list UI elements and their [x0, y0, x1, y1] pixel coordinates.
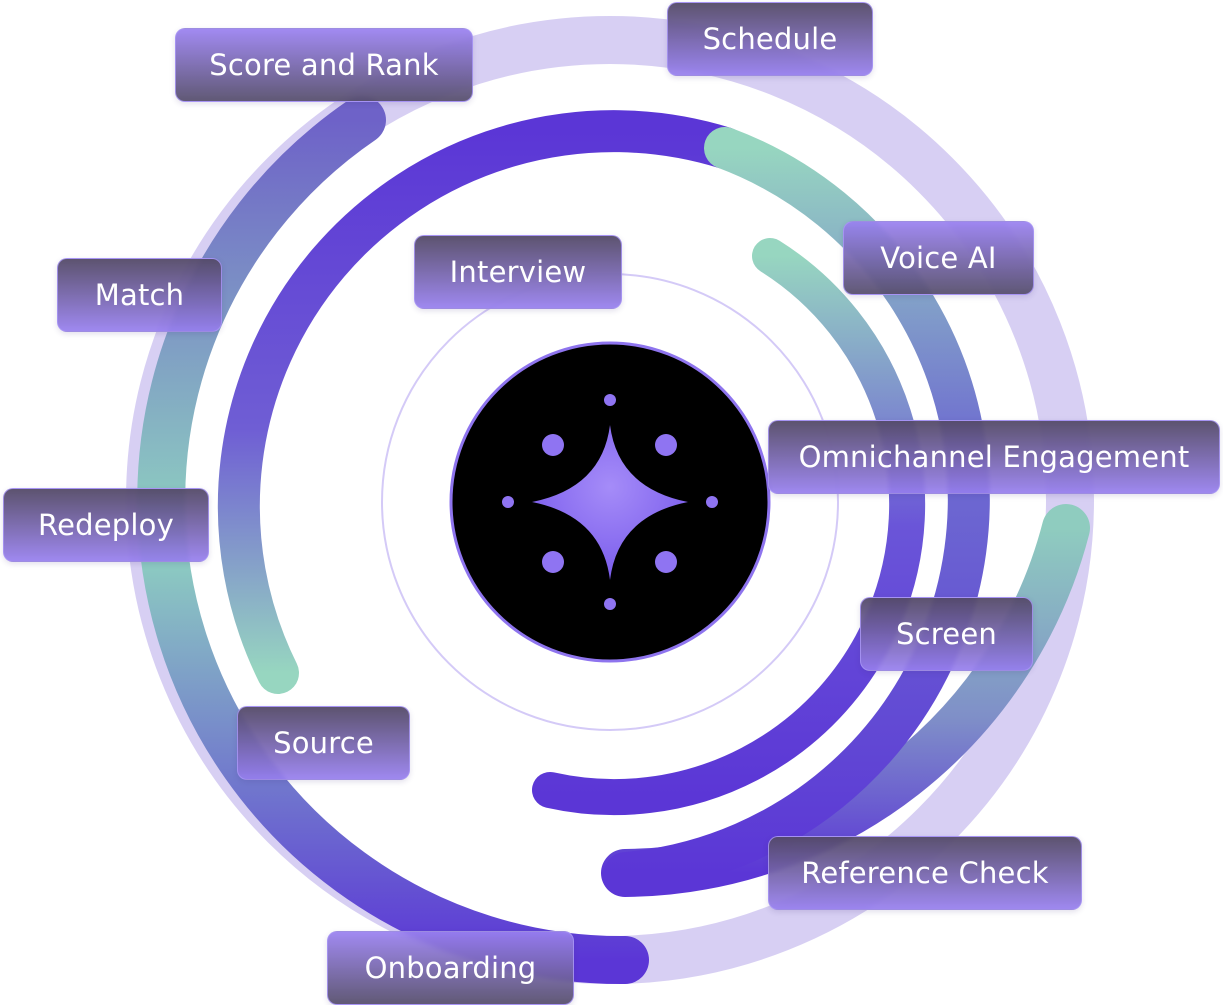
dot-icon [502, 496, 514, 508]
dot-icon [655, 434, 677, 456]
outer-arc-left [137, 96, 649, 985]
stage-label-source: Source [237, 706, 410, 780]
dot-icon [542, 434, 564, 456]
middle-arc-main [217, 110, 746, 694]
stage-label-score-and-rank: Score and Rank [175, 28, 473, 102]
stage-label-screen: Screen [860, 597, 1033, 671]
stage-label-interview: Interview [414, 235, 622, 309]
dot-icon [604, 394, 616, 406]
stage-label-onboarding: Onboarding [327, 931, 574, 1005]
dot-icon [706, 496, 718, 508]
dot-icon [542, 551, 564, 573]
center-badge [449, 341, 771, 663]
stage-label-redeploy: Redeploy [3, 488, 209, 562]
stage-label-schedule: Schedule [667, 2, 873, 76]
dot-icon [655, 551, 677, 573]
stage-label-match: Match [57, 258, 222, 332]
dot-icon [604, 598, 616, 610]
stage-label-reference-check: Reference Check [768, 836, 1082, 910]
sparkle-star-icon [532, 425, 688, 580]
stage-label-voice-ai: Voice AI [843, 221, 1034, 295]
stage-label-omnichannel-engagement: Omnichannel Engagement [768, 420, 1220, 494]
